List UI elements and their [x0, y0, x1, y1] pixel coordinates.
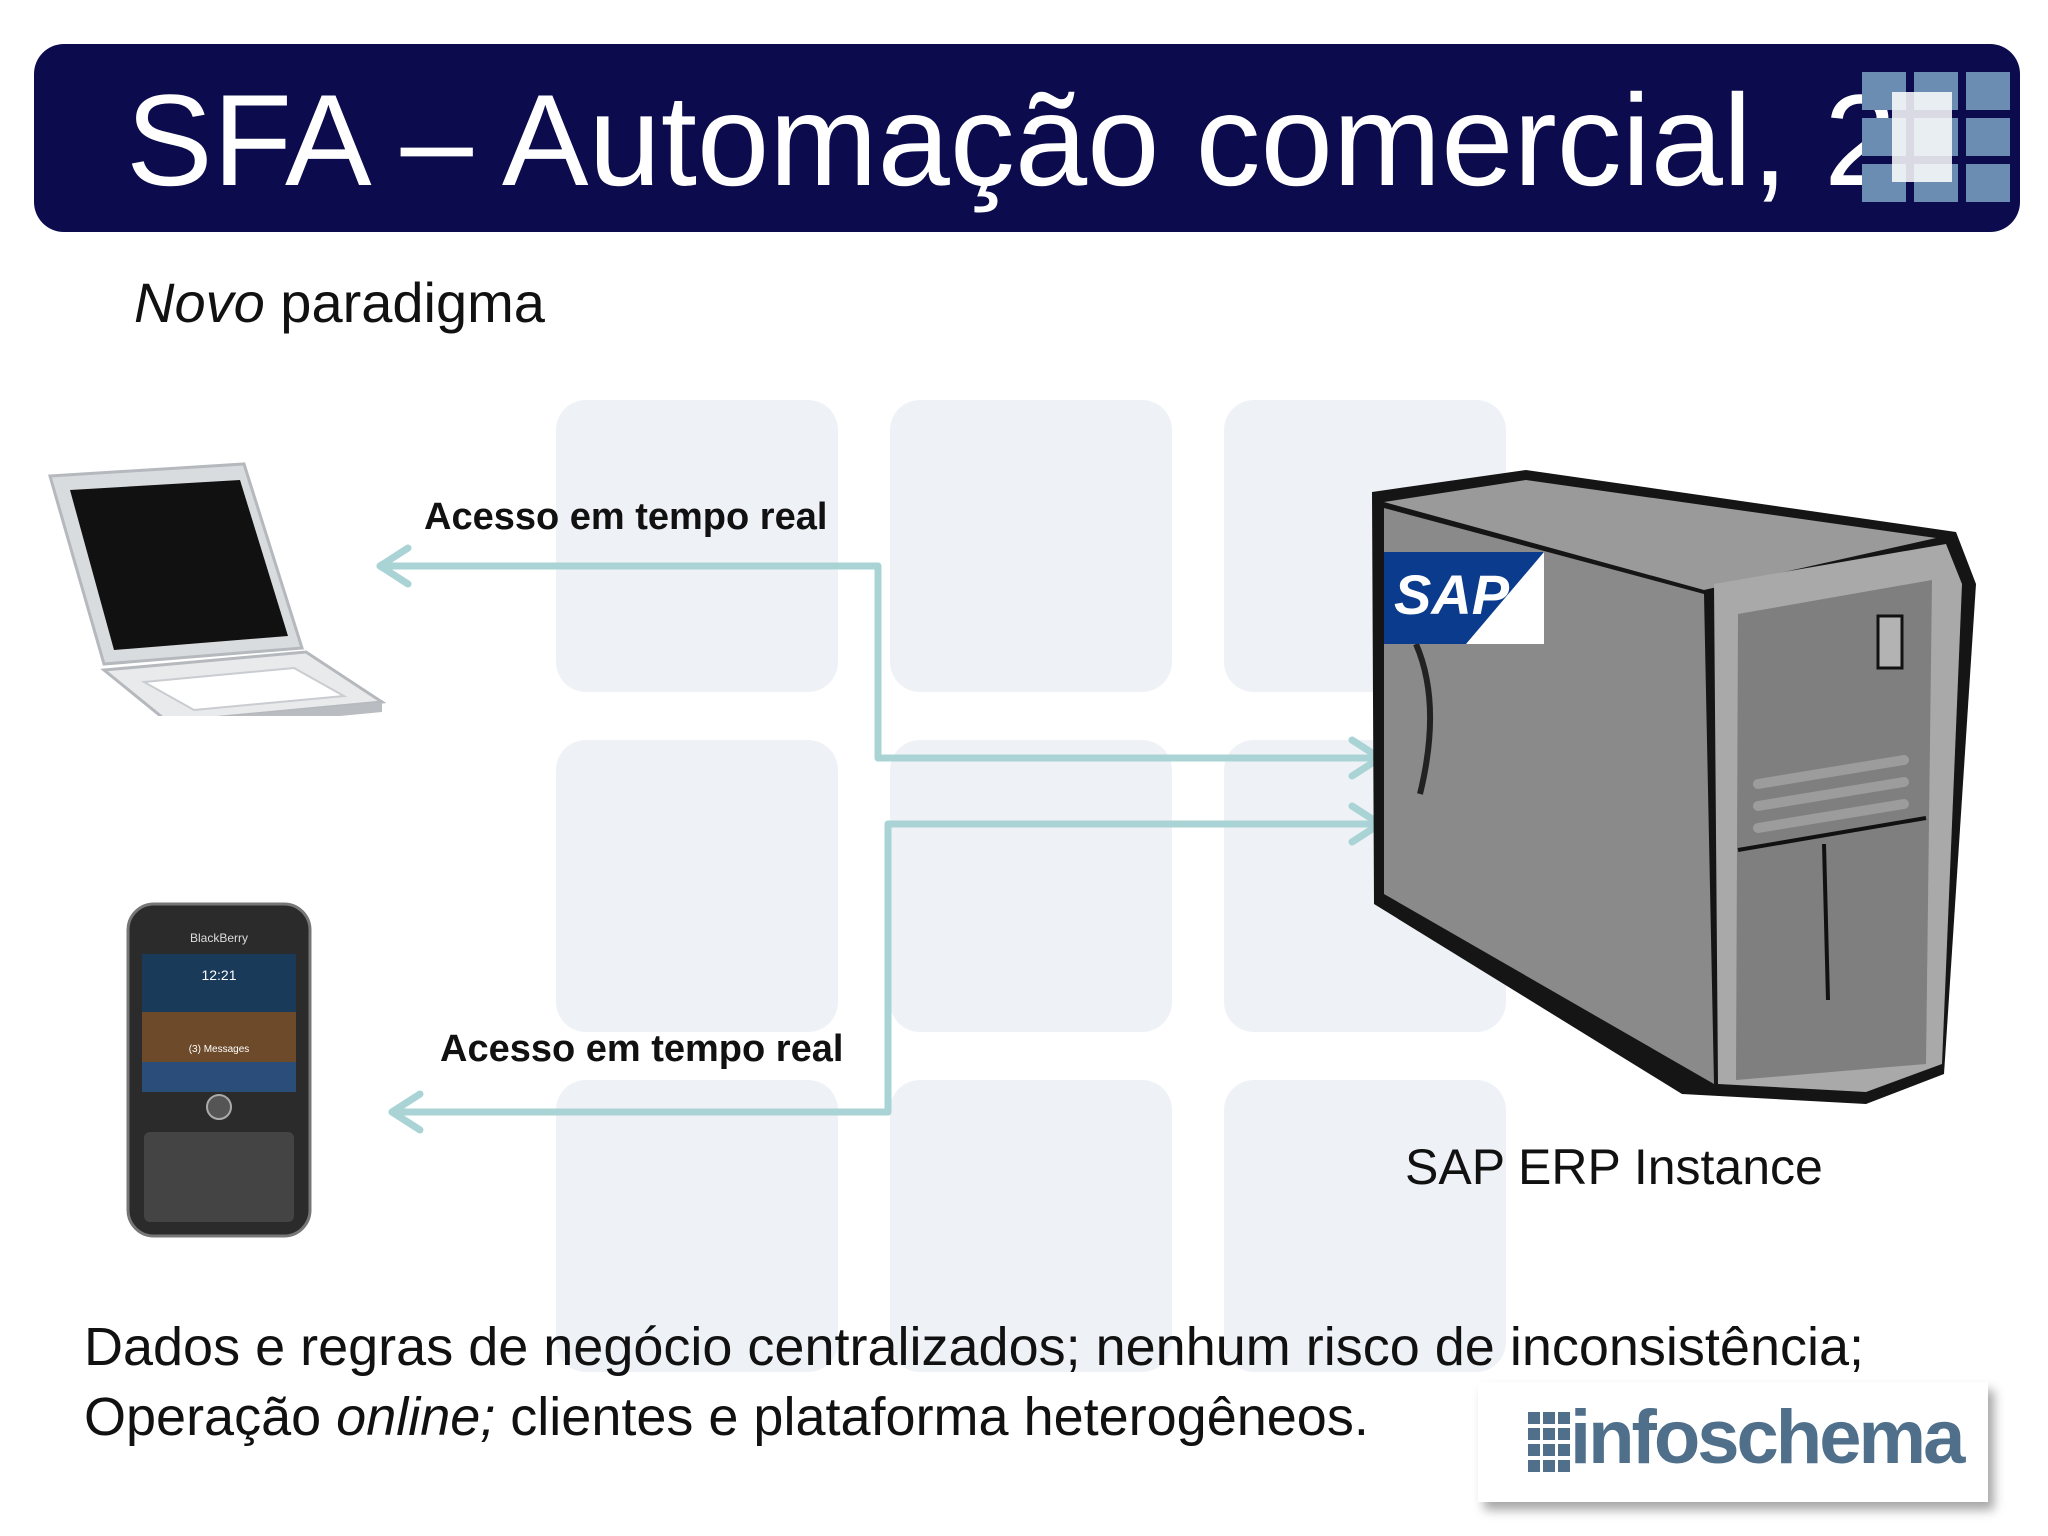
brand-logo: infoschema	[1478, 1382, 1988, 1502]
subtitle-italic: Novo	[134, 271, 265, 334]
grid-logo-icon	[1862, 72, 2010, 202]
arrow-top-left-head	[376, 544, 412, 588]
server-icon: SAP	[1372, 470, 1976, 1104]
subtitle-rest: paradigma	[264, 271, 545, 334]
footer-text: Dados e regras de negócio centralizados;…	[84, 1312, 1864, 1452]
phone-messages: (3) Messages	[189, 1044, 250, 1055]
brand-name: infoschema	[1570, 1395, 1965, 1480]
phone-time: 12:21	[201, 967, 236, 983]
brand-grid-icon	[1528, 1412, 1570, 1472]
arrow-bottom-route	[388, 820, 1384, 1116]
arrow-top-route	[376, 562, 1384, 762]
footer-line-2: Operação online; clientes e plataforma h…	[84, 1382, 1864, 1452]
arrow-label-top: Acesso em tempo real	[424, 496, 828, 538]
sap-logo-text: SAP	[1394, 563, 1510, 626]
arrow-bottom-left-head	[388, 1090, 424, 1134]
footer-line-1: Dados e regras de negócio centralizados;…	[84, 1317, 1865, 1377]
smartphone-icon: BlackBerry 12:21 (3) Messages	[126, 902, 312, 1238]
slide-title: SFA – Automação comercial, 2	[126, 67, 1897, 213]
sap-logo-icon	[1384, 552, 1544, 644]
title-bar: SFA – Automação comercial, 2	[34, 44, 2020, 232]
phone-brand: BlackBerry	[190, 931, 248, 945]
footer-line-2-italic: online;	[336, 1387, 496, 1447]
slide-subtitle: Novo paradigma	[134, 270, 545, 335]
footer-line-2-a: Operação	[84, 1387, 337, 1447]
laptop-icon	[48, 462, 387, 716]
footer-line-2-b: clientes e plataforma heterogêneos.	[495, 1387, 1369, 1447]
arrow-label-bottom: Acesso em tempo real	[440, 1028, 844, 1070]
server-caption: SAP ERP Instance	[1405, 1139, 1823, 1195]
